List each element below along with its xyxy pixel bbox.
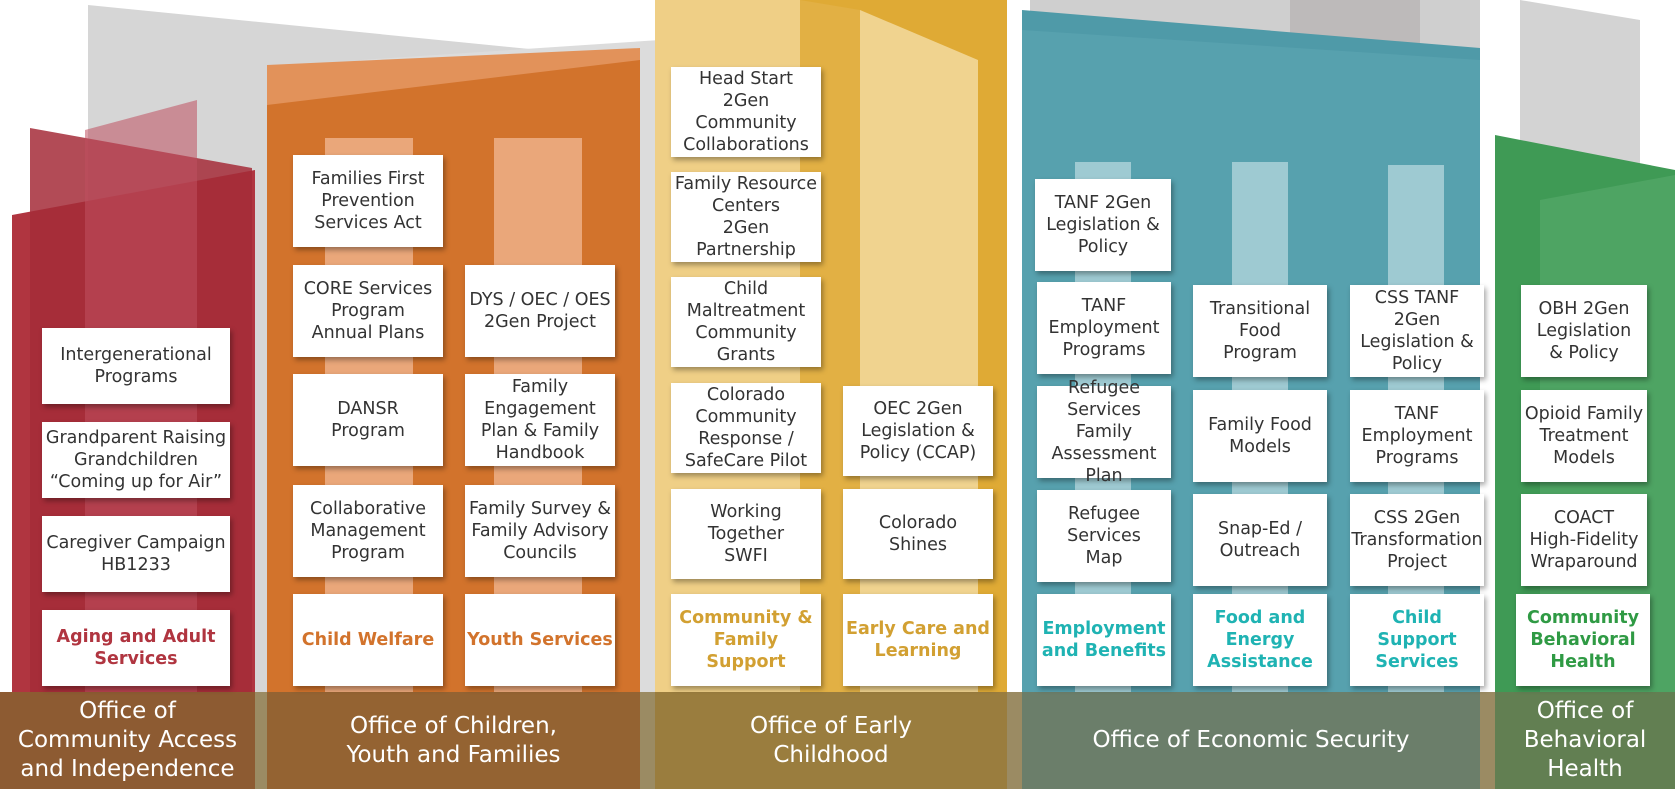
department-label: Food and Energy Assistance	[1207, 608, 1313, 672]
program-label: Grandparent Raising Grandchildren “Comin…	[45, 428, 227, 492]
program-card: CSS TANF 2Gen Legislation & Policy	[1350, 285, 1484, 377]
office-band-gap	[1480, 692, 1495, 789]
program-card: Snap-Ed / Outreach	[1193, 494, 1327, 586]
program-label: Head Start 2Gen Community Collaborations	[683, 69, 809, 155]
yellow-building	[860, 10, 978, 692]
program-label: CSS 2Gen Transformation Project	[1351, 508, 1483, 572]
department-label: Community & Family Support	[679, 608, 813, 672]
department-card-food-energy: Food and Energy Assistance	[1193, 594, 1327, 686]
program-label: Family Resource Centers 2Gen Partnership	[674, 174, 818, 260]
program-label: Family Engagement Plan & Family Handbook	[480, 377, 600, 463]
department-card-youth-services: Youth Services	[465, 594, 615, 686]
program-label: Family Survey & Family Advisory Councils	[469, 499, 611, 563]
program-label: TANF Employment Programs	[1361, 404, 1473, 468]
department-card-aging: Aging and Adult Services	[42, 610, 230, 686]
program-card: CORE Services Program Annual Plans	[293, 265, 443, 357]
office-band	[1022, 692, 1480, 789]
program-label: Refugee Services Map	[1067, 504, 1141, 568]
program-label: Colorado Shines	[878, 513, 958, 555]
department-label: Youth Services	[467, 630, 613, 650]
office-name: Office of Community Access and Independe…	[17, 698, 238, 782]
office-name: Office of Behavioral Health	[1523, 698, 1647, 782]
program-card: Refugee Services Map	[1037, 490, 1171, 582]
program-label: CSS TANF 2Gen Legislation & Policy	[1360, 288, 1474, 374]
program-label: Refugee Services Family Assessment Plan	[1051, 378, 1157, 486]
program-card: TANF Employment Programs	[1037, 282, 1171, 374]
program-label: CORE Services Program Annual Plans	[303, 279, 433, 343]
program-card: Family Food Models	[1193, 390, 1327, 482]
office-band-gap	[1007, 692, 1022, 789]
department-label: Child Support Services	[1375, 608, 1459, 672]
department-card-child-welfare: Child Welfare	[293, 594, 443, 686]
office-band	[0, 692, 255, 789]
department-card-early-care: Early Care and Learning	[843, 594, 993, 686]
office-label-children-youth: Office of Children, Youth and Families	[267, 692, 640, 789]
office-label-economic-security: Office of Economic Security	[1022, 692, 1480, 789]
department-label: Community Behavioral Health	[1526, 608, 1640, 672]
office-name: Office of Children, Youth and Families	[346, 712, 561, 768]
program-card: Collaborative Management Program	[293, 485, 443, 577]
program-card: DYS / OEC / OES 2Gen Project	[465, 265, 615, 357]
program-card: OBH 2Gen Legislation & Policy	[1521, 285, 1647, 377]
program-label: DANSR Program	[331, 399, 405, 441]
department-card-employment: Employment and Benefits	[1037, 594, 1171, 686]
office-band	[1495, 692, 1675, 789]
office-name: Office of Early Childhood	[749, 712, 912, 768]
department-label: Aging and Adult Services	[56, 627, 216, 669]
program-card: OEC 2Gen Legislation & Policy (CCAP)	[843, 386, 993, 476]
program-card: Transitional Food Program	[1193, 285, 1327, 377]
program-card: Family Survey & Family Advisory Councils	[465, 485, 615, 577]
program-card: DANSR Program	[293, 374, 443, 466]
program-label: Family Food Models	[1208, 415, 1312, 457]
program-card: COACT High-Fidelity Wraparound	[1521, 494, 1647, 586]
department-label: Child Welfare	[301, 630, 435, 650]
office-name: Office of Economic Security	[1092, 727, 1410, 753]
office-label-behavioral-health: Office of Behavioral Health	[1495, 692, 1675, 789]
program-label: Working Together SWFI	[707, 502, 785, 566]
department-label: Early Care and Learning	[846, 619, 990, 661]
program-label: TANF Employment Programs	[1048, 296, 1160, 360]
program-card: Refugee Services Family Assessment Plan	[1037, 378, 1171, 486]
program-card: Family Engagement Plan & Family Handbook	[465, 374, 615, 466]
program-label: Collaborative Management Program	[310, 499, 426, 563]
program-card: Colorado Shines	[843, 489, 993, 579]
program-card: Caregiver Campaign HB1233	[42, 516, 230, 592]
office-label-community-access: Office of Community Access and Independe…	[0, 692, 255, 789]
program-card: Opioid Family Treatment Models	[1521, 390, 1647, 482]
program-label: Intergenerational Programs	[60, 345, 212, 387]
program-label: Snap-Ed / Outreach	[1218, 519, 1302, 561]
program-card: TANF 2Gen Legislation & Policy	[1035, 179, 1171, 271]
program-label: Opioid Family Treatment Models	[1524, 404, 1644, 468]
program-card: Head Start 2Gen Community Collaborations	[671, 67, 821, 157]
program-label: Child Maltreatment Community Grants	[686, 279, 806, 365]
program-label: Transitional Food Program	[1209, 299, 1311, 363]
program-card: Colorado Community Response / SafeCare P…	[671, 383, 821, 473]
office-band	[655, 692, 1007, 789]
program-label: OEC 2Gen Legislation & Policy (CCAP)	[859, 399, 977, 463]
program-label: Families First Prevention Services Act	[311, 169, 425, 233]
department-card-community-family: Community & Family Support	[671, 594, 821, 686]
program-card: Grandparent Raising Grandchildren “Comin…	[42, 422, 230, 498]
program-label: DYS / OEC / OES 2Gen Project	[469, 290, 611, 332]
department-card-child-support: Child Support Services	[1350, 594, 1484, 686]
program-card: Child Maltreatment Community Grants	[671, 277, 821, 367]
program-label: Colorado Community Response / SafeCare P…	[684, 385, 808, 471]
department-card-behavioral-health: Community Behavioral Health	[1516, 594, 1650, 686]
program-card: Family Resource Centers 2Gen Partnership	[671, 172, 821, 262]
department-label: Employment and Benefits	[1041, 619, 1167, 661]
office-band	[267, 692, 640, 789]
program-card: Working Together SWFI	[671, 489, 821, 579]
program-label: OBH 2Gen Legislation & Policy	[1536, 299, 1632, 363]
program-card: CSS 2Gen Transformation Project	[1350, 494, 1484, 586]
office-band-gap	[255, 692, 267, 789]
program-card: TANF Employment Programs	[1350, 390, 1484, 482]
program-label: TANF 2Gen Legislation & Policy	[1046, 193, 1160, 257]
program-label: COACT High-Fidelity Wraparound	[1529, 508, 1639, 572]
office-label-early-childhood: Office of Early Childhood	[655, 692, 1007, 789]
program-label: Caregiver Campaign HB1233	[46, 533, 226, 575]
program-card: Families First Prevention Services Act	[293, 155, 443, 247]
program-card: Intergenerational Programs	[42, 328, 230, 404]
office-band-gap	[640, 692, 655, 789]
